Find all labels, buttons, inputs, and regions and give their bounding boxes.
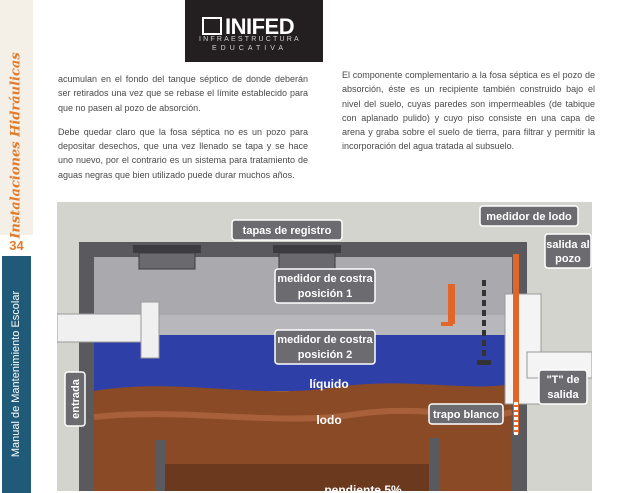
- logo-name: INIFED: [225, 14, 295, 39]
- septic-tank-svg: tapas de registro medidor de lodo salida…: [57, 202, 592, 491]
- page-number: 34: [9, 238, 24, 253]
- svg-text:medidor de lodo: medidor de lodo: [486, 211, 572, 223]
- manual-title-text: Manual de Mantenimiento Escolar: [10, 290, 23, 458]
- logo: INIFED: [202, 14, 295, 40]
- svg-text:salida al: salida al: [546, 239, 589, 251]
- svg-text:medidor de costra: medidor de costra: [277, 334, 373, 346]
- left-paragraph-1: acumulan en el fondo del tanque séptico …: [58, 74, 308, 113]
- outlet-tee: [504, 293, 542, 405]
- logo-mark-icon: [202, 17, 222, 36]
- svg-text:posición 2: posición 2: [298, 349, 352, 361]
- svg-text:pozo: pozo: [555, 253, 581, 265]
- crust-gauge-1: [448, 284, 455, 324]
- label-tapas: tapas de registro: [231, 219, 343, 241]
- svg-text:"T" de: "T" de: [546, 374, 579, 386]
- label-medidor-lodo: medidor de lodo: [479, 205, 579, 227]
- baffle-right: [429, 438, 439, 491]
- baffle-left: [155, 440, 165, 491]
- logo-subtitle-2: EDUCATIVA: [212, 45, 288, 52]
- left-paragraph-2: Debe quedar claro que la fosa séptica no…: [58, 126, 308, 180]
- label-costra-2: medidor de costra posición 2: [274, 329, 376, 365]
- series-title: Instalaciones Hidráulicas: [2, 52, 30, 238]
- right-paragraph-1: El componente complementario a la fosa s…: [342, 70, 595, 152]
- label-trapo: trapo blanco: [428, 403, 504, 425]
- svg-text:posición 1: posición 1: [298, 288, 352, 300]
- access-cover-left: [133, 245, 201, 253]
- crust-gauge-2-foot: [477, 360, 491, 365]
- access-cover-right: [273, 245, 341, 253]
- svg-text:tapas de registro: tapas de registro: [243, 225, 332, 237]
- label-entrada: entrada: [64, 371, 86, 427]
- sidebar: Instalaciones Hidráulicas 34 Manual de M…: [0, 0, 33, 493]
- access-neck-right: [278, 252, 336, 270]
- label-t-salida: "T" de salida: [538, 369, 588, 405]
- sidebar-top-panel: [0, 0, 33, 235]
- access-neck-left: [138, 252, 196, 270]
- logo-subtitle-1: INFRAESTRUCTURA: [199, 36, 301, 43]
- crust-layer: [94, 315, 512, 335]
- svg-text:salida: salida: [547, 389, 579, 401]
- sidebar-bottom-panel: [2, 256, 31, 493]
- series-title-text: Instalaciones Hidráulicas: [8, 51, 24, 239]
- inlet-tee: [140, 301, 160, 359]
- label-costra-1: medidor de costra posición 1: [274, 268, 376, 304]
- left-column: acumulan en el fondo del tanque séptico …: [58, 72, 308, 192]
- label-lodo: lodo: [316, 413, 341, 427]
- sump: [165, 464, 429, 491]
- svg-text:entrada: entrada: [70, 378, 82, 419]
- right-column: El componente complementario a la fosa s…: [342, 68, 595, 164]
- logo-box: [185, 0, 323, 62]
- svg-text:medidor de costra: medidor de costra: [277, 273, 373, 285]
- crust-gauge-1-foot: [441, 322, 453, 326]
- svg-text:trapo blanco: trapo blanco: [433, 409, 499, 421]
- label-pendiente: pendiente 5%: [324, 483, 402, 491]
- label-salida-pozo: salida al pozo: [544, 233, 592, 269]
- label-liquido: líquido: [309, 377, 348, 391]
- inlet-pipe: [57, 313, 153, 343]
- sludge-gauge: [513, 254, 519, 434]
- manual-title: Manual de Mantenimiento Escolar: [2, 258, 31, 490]
- septic-tank-diagram: tapas de registro medidor de lodo salida…: [57, 202, 592, 491]
